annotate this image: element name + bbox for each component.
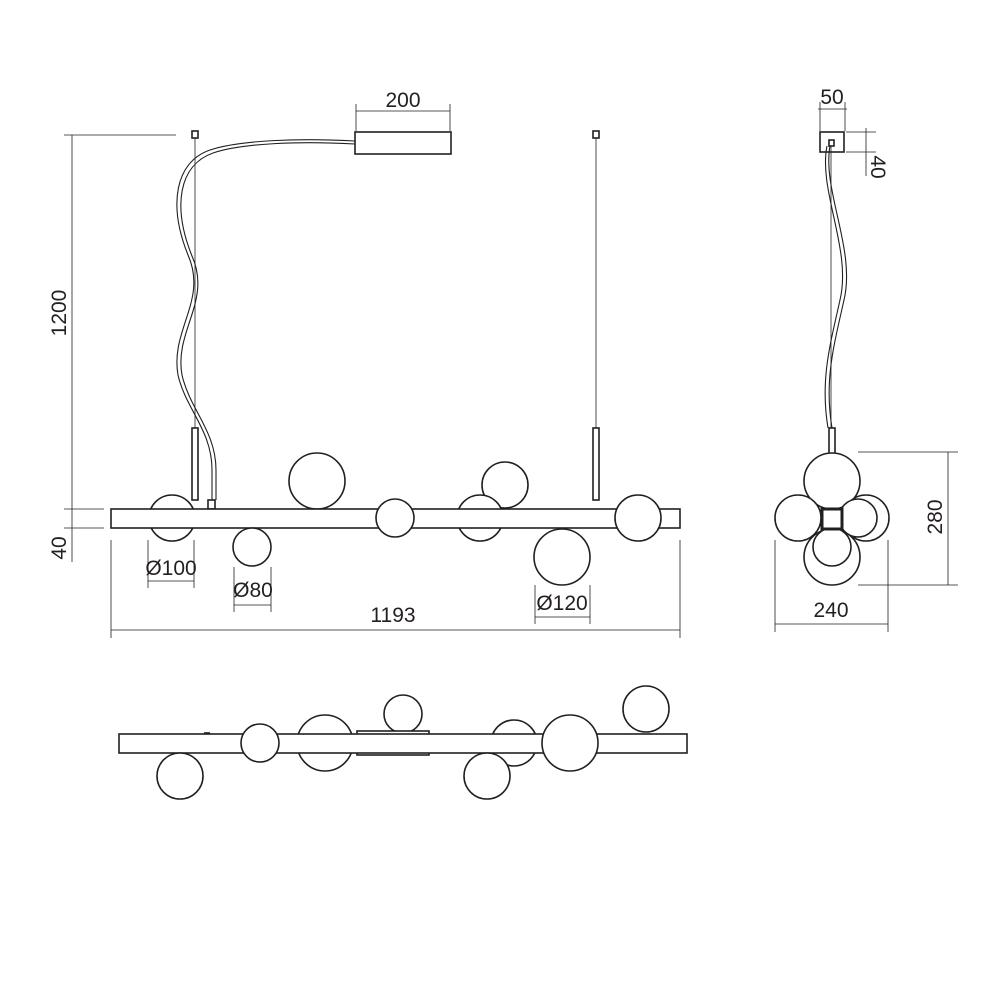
dim-bar-length-label: 1193 bbox=[370, 604, 415, 627]
front-view: 200 1200 40 Ø100 Ø80 bbox=[48, 89, 681, 638]
side-bar-section bbox=[820, 507, 844, 531]
dim-drop-height-label: 1200 bbox=[48, 290, 71, 337]
dim-side-canopy-height-label: 40 bbox=[866, 155, 889, 178]
dim-globe-small-label: Ø80 bbox=[233, 579, 273, 602]
dim-side-width: 240 bbox=[774, 540, 889, 632]
side-globes bbox=[774, 452, 890, 586]
power-cable bbox=[176, 139, 356, 500]
dim-bar-thickness-label: 40 bbox=[48, 536, 71, 559]
dim-side-canopy-height: 40 bbox=[846, 128, 889, 179]
dim-globe-large-label: Ø120 bbox=[536, 592, 587, 615]
dim-bar-length: 1193 bbox=[110, 540, 681, 638]
dim-side-height-label: 280 bbox=[924, 499, 947, 534]
dim-canopy-width: 200 bbox=[355, 89, 451, 131]
dim-bar-thickness: 40 bbox=[48, 509, 104, 562]
suspension-wires bbox=[191, 130, 600, 510]
front-globes-front bbox=[232, 494, 662, 586]
top-globes-front bbox=[156, 714, 599, 800]
dim-globe-large: Ø120 bbox=[534, 585, 591, 624]
dim-globe-small: Ø80 bbox=[233, 567, 273, 612]
dim-drop-height: 1200 bbox=[48, 134, 176, 510]
dim-side-canopy-width: 50 bbox=[818, 86, 847, 131]
dim-side-canopy-width-label: 50 bbox=[820, 86, 843, 109]
dim-side-width-label: 240 bbox=[813, 599, 848, 622]
top-globes-back bbox=[296, 685, 670, 772]
canopy bbox=[354, 131, 452, 155]
top-view bbox=[118, 685, 688, 800]
side-cable bbox=[824, 139, 848, 501]
dim-side-height: 280 bbox=[858, 451, 958, 586]
dim-globe-medium-label: Ø100 bbox=[145, 557, 196, 580]
top-bar bbox=[118, 733, 688, 754]
dim-globe-medium: Ø100 bbox=[145, 540, 197, 588]
dim-canopy-width-label: 200 bbox=[385, 89, 420, 112]
side-view: 50 40 280 240 bbox=[774, 86, 958, 632]
